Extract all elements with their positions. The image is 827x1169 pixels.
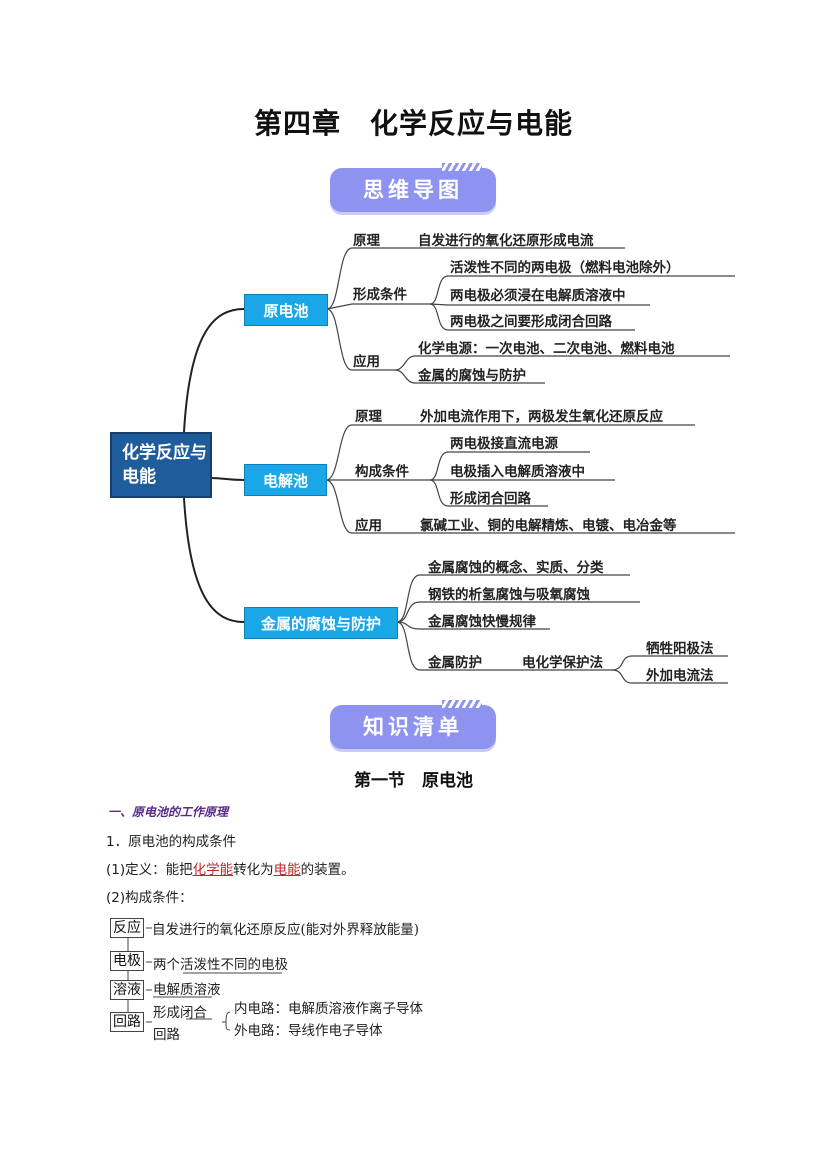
- mindmap-banner: 思维导图: [330, 163, 496, 212]
- electrolytic-condition: 电极插入电解质溶液中: [450, 464, 585, 480]
- protection-label: 金属防护: [428, 655, 482, 671]
- galvanic-condition: 两电极之间要形成闭合回路: [450, 314, 612, 330]
- outer-circuit-text: 外电路：导线作电子导体: [234, 1023, 383, 1039]
- electrolytic-principle-label: 原理: [355, 409, 382, 425]
- stripes-decoration: [442, 700, 482, 708]
- corrosion-item: 金属腐蚀的概念、实质、分类: [428, 560, 604, 576]
- electrolytic-condition: 两电极接直流电源: [450, 436, 558, 452]
- knowledge-banner: 知识清单: [330, 700, 496, 749]
- box-circuit: 回路: [110, 1012, 144, 1032]
- protection-method-label: 电化学保护法: [522, 655, 603, 671]
- box-solution: 溶液: [110, 980, 144, 1000]
- electrode-text: 两个活泼性不同的电极: [153, 957, 288, 973]
- mindmap-banner-label: 思维导图: [363, 178, 463, 202]
- definition-mid: 转化为: [233, 862, 274, 878]
- reaction-text: 自发进行的氧化还原反应(能对外界释放能量): [152, 922, 420, 938]
- galvanic-conditions-label: 形成条件: [353, 287, 407, 303]
- stripes-decoration: [442, 163, 482, 171]
- box-reaction: 反应: [110, 918, 144, 938]
- knowledge-banner-label: 知识清单: [363, 715, 463, 739]
- chapter-title: 第四章 化学反应与电能: [253, 107, 573, 140]
- solution-text: 电解质溶液: [153, 982, 221, 998]
- node-galvanic-cell: 原电池: [244, 294, 328, 326]
- galvanic-principle: 自发进行的氧化还原形成电流: [418, 233, 594, 249]
- circuit-text-1: 形成闭合: [153, 1005, 207, 1021]
- galvanic-application: 金属的腐蚀与防护: [418, 368, 526, 384]
- electrolytic-principle: 外加电流作用下，两极发生氧化还原反应: [420, 409, 663, 425]
- term-chemical-energy: 化学能: [192, 862, 234, 878]
- electrolytic-conditions-label: 构成条件: [355, 464, 409, 480]
- mindmap-root: 化学反应与电能: [110, 432, 212, 498]
- item-1: 1．原电池的构成条件: [106, 834, 237, 850]
- definition-suffix: 的装置。: [300, 862, 355, 878]
- electrolytic-condition: 形成闭合回路: [450, 491, 531, 507]
- corrosion-item: 金属腐蚀快慢规律: [428, 614, 536, 630]
- definition-prefix: (1)定义：能把: [106, 862, 193, 878]
- heading-1: 一、原电池的工作原理: [108, 805, 229, 819]
- circuit-text-2: 回路: [153, 1027, 180, 1043]
- galvanic-application-label: 应用: [353, 354, 380, 370]
- electrolytic-application-label: 应用: [355, 518, 382, 534]
- galvanic-condition: 两电极必须浸在电解质溶液中: [450, 288, 626, 304]
- protection-method: 牺牲阳极法: [646, 641, 714, 657]
- inner-circuit-text: 内电路：电解质溶液作离子导体: [234, 1001, 423, 1017]
- corrosion-item: 钢铁的析氢腐蚀与吸氧腐蚀: [428, 587, 590, 603]
- definition: (1)定义：能把化学能转化为电能的装置。: [106, 858, 355, 878]
- galvanic-condition: 活泼性不同的两电极（燃料电池除外）: [450, 260, 680, 276]
- galvanic-principle-label: 原理: [353, 233, 380, 249]
- section-title: 第一节 原电池: [354, 771, 473, 791]
- electrolytic-application: 氯碱工业、铜的电解精炼、电镀、电冶金等: [420, 518, 677, 534]
- box-electrode: 电极: [110, 951, 144, 971]
- node-electrolytic-cell: 电解池: [244, 464, 327, 496]
- node-corrosion: 金属的腐蚀与防护: [244, 607, 398, 639]
- galvanic-application: 化学电源：一次电池、二次电池、燃料电池: [418, 341, 675, 357]
- conditions-label: (2)构成条件：: [106, 890, 193, 906]
- term-electric-energy: 电能: [273, 862, 301, 878]
- protection-method: 外加电流法: [646, 668, 714, 684]
